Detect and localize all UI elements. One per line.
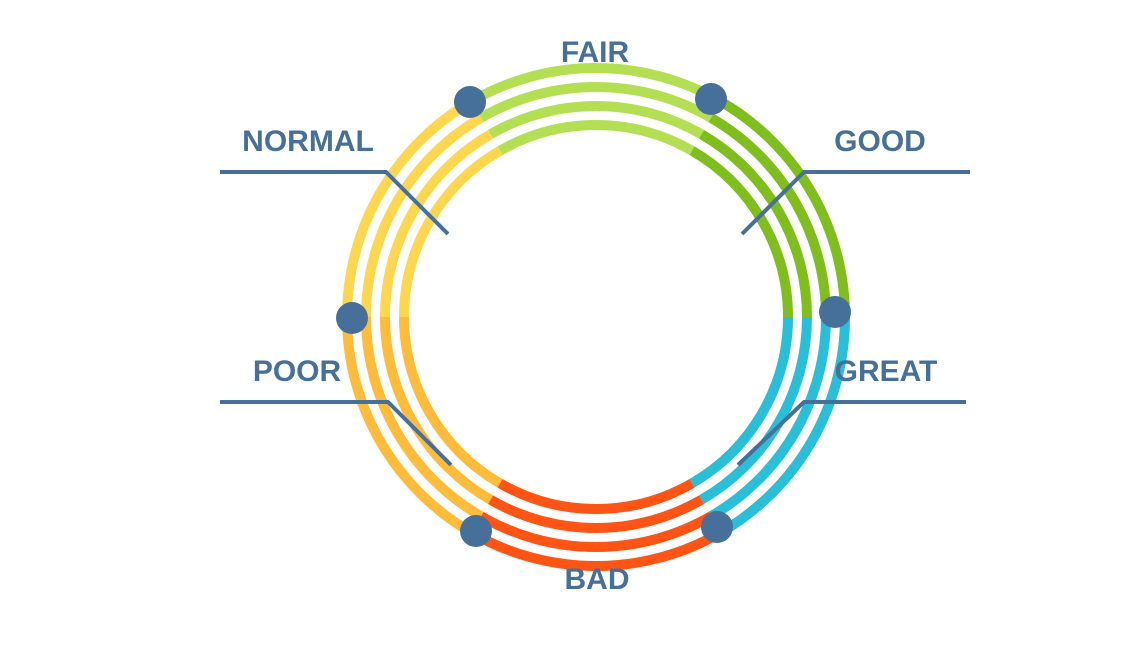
label-poor: POOR	[253, 355, 342, 388]
leader-lines	[220, 170, 970, 467]
ring-arc-poor-4	[399, 316, 503, 488]
label-great: GREAT	[835, 355, 938, 388]
label-fair: FAIR	[561, 36, 630, 69]
ring-arc-bad-3	[488, 495, 704, 533]
ring-arc-great-4	[689, 316, 793, 488]
boundary-dot-bad-poor	[460, 515, 492, 547]
ring-arc-poor-2	[361, 316, 484, 521]
ring-arc-normal-2	[361, 113, 484, 318]
ring-arc-good-3	[698, 129, 812, 318]
ring-arc-great-2	[708, 316, 831, 521]
ring-arc-bad-1	[469, 528, 723, 571]
leader-line-great	[736, 400, 966, 467]
ring-arc-great-3	[698, 316, 812, 505]
label-good: GOOD	[834, 125, 926, 158]
ring-arc-normal-3	[380, 129, 494, 318]
leader-line-normal	[220, 170, 450, 236]
boundary-dot-poor-normal	[336, 302, 368, 334]
boundary-dot-fair-normal	[454, 86, 486, 118]
ring-arc-good-2	[708, 113, 831, 318]
boundary-dot-great-bad	[701, 511, 733, 543]
ring-arc-fair-1	[469, 63, 723, 106]
boundary-dot-fair-good	[695, 83, 727, 115]
ring-arc-fair-3	[488, 101, 704, 139]
label-bad: BAD	[565, 563, 630, 596]
ring-arc-good-1	[717, 97, 850, 318]
concentric-rings	[342, 63, 850, 571]
ring-arc-poor-3	[380, 316, 494, 505]
ring-arc-good-4	[689, 146, 793, 318]
boundary-dots	[336, 83, 851, 547]
ring-arc-great-1	[717, 316, 850, 537]
boundary-dot-good-great	[819, 296, 851, 328]
ring-arc-normal-1	[342, 97, 475, 318]
ring-arc-fair-2	[478, 81, 714, 123]
ring-arc-normal-4	[399, 146, 503, 318]
ring-arc-bad-2	[478, 511, 714, 553]
label-normal: NORMAL	[242, 125, 374, 158]
segment-labels: FAIR GOOD GREAT BAD POOR NORMAL	[242, 36, 937, 596]
leader-line-poor	[220, 400, 453, 467]
ring-arc-poor-1	[342, 316, 475, 537]
leader-line-good	[740, 170, 970, 236]
ring-arc-bad-4	[497, 478, 695, 515]
ring-arc-fair-4	[497, 119, 695, 156]
